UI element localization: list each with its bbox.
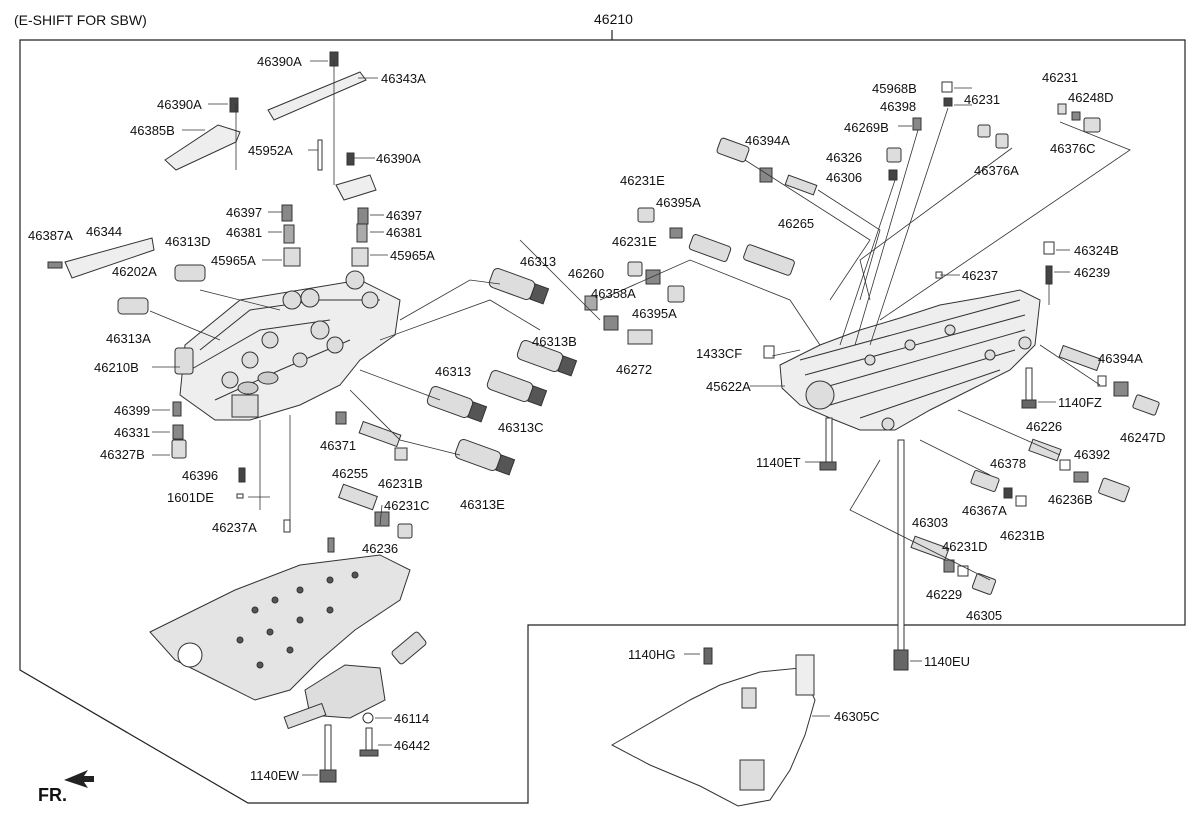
part-label: 46398 [880, 99, 917, 114]
part-label: 46247D [1120, 430, 1166, 445]
part-label: 46442 [394, 738, 431, 753]
part-label: 45952A [248, 143, 293, 158]
part-label: 46358A [591, 286, 636, 301]
part-label: 46395A [632, 306, 677, 321]
left-small-parts [47, 51, 377, 533]
part-label: 46390A [257, 54, 302, 69]
part-label: 46392 [1074, 447, 1111, 462]
part-label: 46305C [834, 709, 880, 724]
part-label: 1140FZ [1058, 395, 1102, 410]
part-label: 46303 [912, 515, 949, 530]
part-label: 46326 [826, 150, 863, 165]
part-label: 1433CF [696, 346, 743, 361]
assembly-frame [19, 30, 1186, 804]
part-label: 46313D [165, 234, 211, 249]
part-label: 46231B [378, 476, 423, 491]
part-label: 1601DE [167, 490, 214, 505]
part-label: 46327B [100, 447, 145, 462]
label-ticks [182, 60, 1070, 776]
part-label: 46313 [520, 254, 557, 269]
part-label: 46306 [826, 170, 863, 185]
part-label: 46231C [384, 498, 430, 513]
part-label: 46376C [1050, 141, 1096, 156]
part-label: 46226 [1026, 419, 1063, 434]
part-label: 46399 [114, 403, 151, 418]
part-label: 1140EU [924, 654, 971, 669]
part-label: 46367A [962, 503, 1007, 518]
front-arrow-icon [64, 770, 94, 788]
part-label: 46397 [226, 205, 263, 220]
part-label: 46371 [320, 438, 357, 453]
part-label: 46343A [381, 71, 426, 86]
part-label: 46231E [620, 173, 665, 188]
front-marker-label: FR. [38, 785, 67, 805]
part-label: 46313B [532, 334, 577, 349]
part-label: 46394A [1098, 351, 1143, 366]
part-label: 46313 [435, 364, 472, 379]
part-label: 46331 [114, 425, 151, 440]
part-label: 45965A [211, 253, 256, 268]
part-label: 46376A [974, 163, 1019, 178]
part-label: 46324B [1074, 243, 1119, 258]
upper-valve-body [779, 289, 1041, 431]
part-label: 46387A [28, 228, 73, 243]
part-label: 46344 [86, 224, 123, 239]
part-label: 46114 [394, 711, 430, 726]
part-label: 46237 [962, 268, 999, 283]
right-small-parts [763, 81, 1160, 671]
manual-valve-body [283, 631, 427, 783]
part-label: 46269B [844, 120, 889, 135]
part-label: 46381 [226, 225, 263, 240]
leader-lines [149, 60, 1131, 581]
part-label: 46255 [332, 466, 369, 481]
part-label: 46313A [106, 331, 151, 346]
part-label: 46239 [1074, 265, 1111, 280]
part-label: 46395A [656, 195, 701, 210]
part-label: 46210B [94, 360, 139, 375]
part-label: 46313C [498, 420, 544, 435]
part-label: 1140HG [628, 647, 676, 662]
variant-header: (E-SHIFT FOR SBW) [14, 12, 147, 28]
part-label: 46231 [964, 92, 1001, 107]
part-label: 1140ET [756, 455, 801, 470]
part-label: 46381 [386, 225, 423, 240]
part-label: 46260 [568, 266, 605, 281]
sbw-bracket [610, 647, 816, 807]
part-label: 46397 [386, 208, 423, 223]
part-label: 46236 [362, 541, 399, 556]
part-label: 46248D [1068, 90, 1114, 105]
part-label: 46390A [157, 97, 202, 112]
part-label: 46231E [612, 234, 657, 249]
part-label: 46231D [942, 539, 988, 554]
part-label: 46390A [376, 151, 421, 166]
part-label: 45968B [872, 81, 917, 96]
part-label: 46305 [966, 608, 1003, 623]
part-label: 46231 [1042, 70, 1079, 85]
part-label: 46385B [130, 123, 175, 138]
part-label: 46237A [212, 520, 257, 535]
assembly-number: 46210 [594, 11, 633, 27]
part-label: 46272 [616, 362, 653, 377]
part-label: 1140EW [250, 768, 299, 783]
part-label: 46313E [460, 497, 505, 512]
part-label: 46265 [778, 216, 815, 231]
part-label: 46236B [1048, 492, 1093, 507]
part-label: 46229 [926, 587, 963, 602]
part-label: 46378 [990, 456, 1027, 471]
lower-valve-body [174, 270, 401, 421]
separator-plate [149, 537, 411, 701]
solenoid-valves [426, 267, 578, 476]
part-label: 46231B [1000, 528, 1045, 543]
part-label: 46202A [112, 264, 157, 279]
part-label: 45622A [706, 379, 751, 394]
part-label: 45965A [390, 248, 435, 263]
part-label: 46396 [182, 468, 219, 483]
part-label: 46394A [745, 133, 790, 148]
